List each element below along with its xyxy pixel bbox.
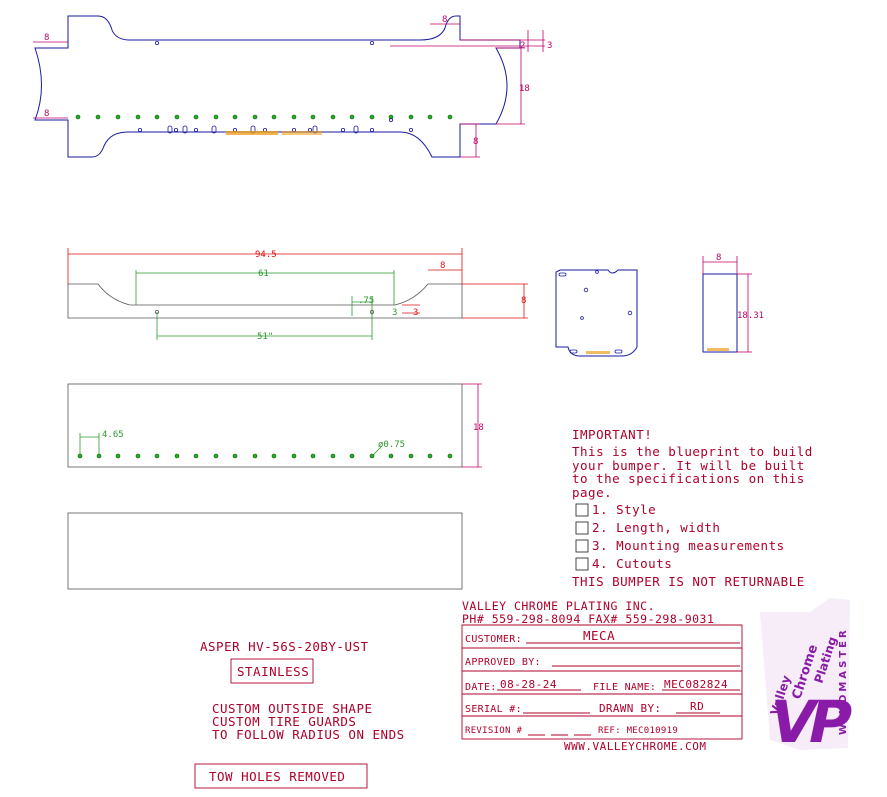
phone-fax: PH# 559-298-8094 FAX# 559-298-9031 [462, 612, 714, 626]
drawn-by-label: DRAWN BY: [599, 702, 661, 715]
revision-label: REVISION # [465, 726, 522, 736]
end-plate-outline [555, 269, 638, 357]
dim-side-length: 94.5 [255, 250, 277, 260]
top-view: 8 8 8 2 3 18 8 [33, 15, 552, 158]
custom-line-2: CUSTOM TIRE GUARDS [212, 714, 356, 729]
website: WWW.VALLEYCHROME.COM [564, 740, 706, 753]
checkbox-cutouts[interactable] [575, 557, 589, 571]
important-line-4: page. [572, 485, 612, 500]
top-view-outline [34, 15, 521, 158]
dim-side-51: 51" [257, 332, 273, 342]
important-title: IMPORTANT! [572, 427, 652, 442]
title-block: VALLEY CHROME PLATING INC. PH# 559-298-8… [461, 599, 743, 753]
dim-side-075: .75 [358, 296, 374, 306]
customer-value: MECA [583, 628, 615, 643]
important-note: IMPORTANT! This is the blueprint to buil… [572, 427, 813, 589]
check-cutouts-label: 4. Cutouts [592, 556, 672, 571]
tow-holes-note: TOW HOLES REMOVED [209, 769, 345, 784]
dim-top-right-lower: 8 [473, 137, 478, 147]
checkbox-mounting[interactable] [575, 539, 589, 553]
drawn-by-value: RD [690, 700, 704, 713]
front-mounting-holes [77, 453, 453, 459]
dim-top-left-lower: 8 [44, 109, 49, 119]
dim-top-right-upper: 8 [442, 15, 447, 25]
end-plate-view [555, 269, 638, 357]
side-view-outline [67, 283, 463, 319]
dim-side-height: 8 [521, 296, 526, 306]
custom-line-1: CUSTOM OUTSIDE SHAPE [212, 701, 373, 716]
dim-front-height: 18 [473, 423, 484, 433]
custom-line-3: TO FOLLOW RADIUS ON ENDS [212, 727, 405, 742]
checkbox-length[interactable] [575, 521, 589, 535]
date-value: 08-28-24 [500, 678, 557, 691]
date-label: DATE: [465, 682, 497, 693]
dim-front-hole-dia: ø0.75 [378, 440, 405, 450]
important-line-3: to the specifications on this [572, 471, 805, 486]
top-slots [137, 118, 413, 134]
material: STAINLESS [237, 664, 309, 679]
part-number: ASPER HV-56S-20BY-UST [200, 639, 369, 654]
ref-label: REF: MEC010919 [598, 726, 678, 736]
dim-end-height: 18.31 [737, 311, 764, 321]
serial-label: SERIAL #: [465, 704, 522, 715]
end-view: 8 18.31 [702, 253, 764, 353]
approved-label: APPROVED BY: [465, 657, 541, 668]
side-view: 94.5 61 8 8 .75 3 3 51" [67, 248, 528, 342]
dim-top-gap-b: 3 [547, 41, 552, 51]
file-name-value: MEC082824 [664, 678, 728, 691]
dim-side-inner: 61 [258, 269, 269, 279]
dim-side-3: 3 [413, 308, 418, 318]
important-line-1: This is the blueprint to build [572, 444, 813, 459]
dim-top-left-upper: 8 [44, 33, 49, 43]
company-logo: Valley Chrome Plating VP WINDMASTER [760, 598, 857, 756]
company-name: VALLEY CHROME PLATING INC. [462, 599, 655, 613]
logo-tagline: WINDMASTER [838, 627, 849, 735]
checkbox-style[interactable] [575, 503, 589, 517]
check-length-label: 2. Length, width [592, 520, 720, 535]
dim-side-3-green: 3 [392, 308, 397, 318]
dim-top-gap-a: 2 [520, 41, 525, 51]
end-view-outline [702, 273, 738, 353]
important-line-2: your bumper. It will be built [572, 458, 805, 473]
part-notes: ASPER HV-56S-20BY-UST STAINLESS CUSTOM O… [194, 639, 405, 789]
front-view-outline [67, 383, 463, 468]
not-returnable: THIS BUMPER IS NOT RETURNABLE [572, 574, 805, 589]
dim-front-hole-offset: 4.65 [102, 430, 124, 440]
back-view-outline [67, 512, 463, 590]
file-name-label: FILE NAME: [593, 682, 656, 693]
dim-end-width: 8 [716, 253, 721, 263]
customer-label: CUSTOMER: [465, 634, 522, 645]
check-style-label: 1. Style [592, 502, 656, 517]
top-mounting-holes [75, 114, 453, 120]
check-mounting-label: 3. Mounting measurements [592, 538, 785, 553]
front-view: 18 4.65 ø0.75 [67, 383, 484, 468]
dim-side-end: 8 [440, 261, 445, 271]
dim-top-height: 18 [519, 84, 530, 94]
